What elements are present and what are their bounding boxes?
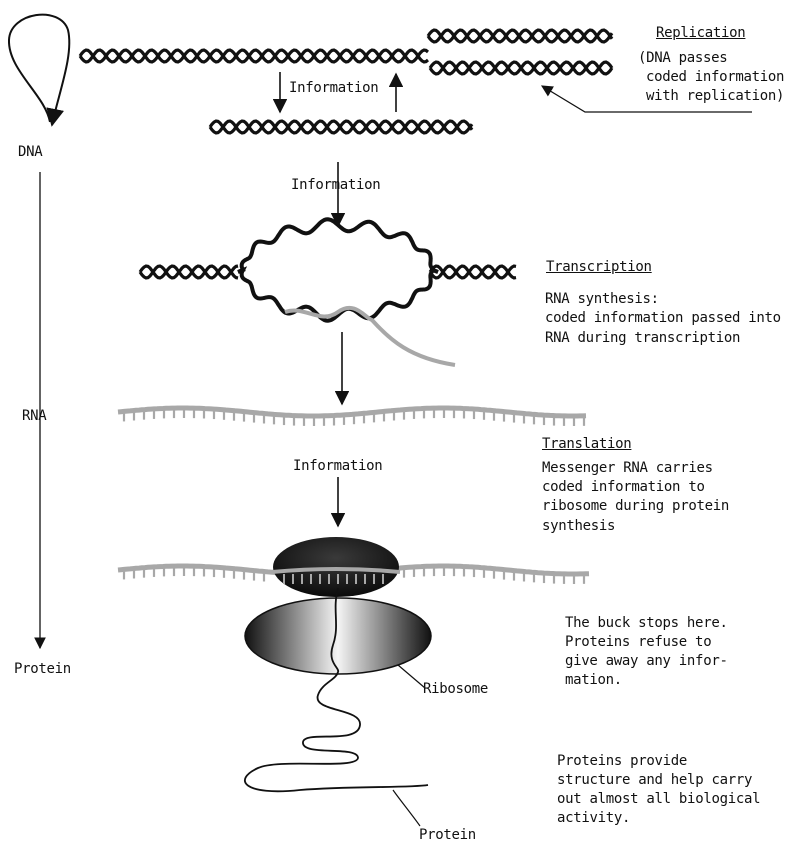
protein-side-label: Protein: [14, 660, 71, 679]
ribosome-pointer: [398, 665, 425, 688]
transcription-dna-right: [430, 266, 516, 278]
translation-information-label: Information: [293, 457, 382, 476]
ribosome-large-subunit: [245, 598, 431, 674]
buck-stops-line3: give away any infor-: [565, 652, 728, 671]
rna-label: RNA: [22, 407, 46, 426]
protein-note-line2: structure and help carry: [557, 771, 752, 790]
transcription-line3: RNA during transcription: [545, 329, 740, 348]
dna-self-loop-arrow: [9, 15, 69, 125]
protein-bottom-label: Protein: [419, 826, 476, 845]
translation-line1: Messenger RNA carries: [542, 459, 713, 478]
buck-stops-line2: Proteins refuse to: [565, 633, 711, 652]
buck-stops-line1: The buck stops here.: [565, 614, 728, 633]
messenger-rna-strand: [118, 408, 586, 426]
ribosome-label: Ribosome: [423, 680, 488, 699]
replication-information-label: Information: [289, 79, 378, 98]
protein-note-line3: out almost all biological: [557, 790, 760, 809]
dna-helices: [80, 30, 612, 278]
replication-note-line1: (DNA passes: [638, 49, 727, 68]
replication-note-line3: with replication): [646, 87, 784, 106]
transcription-dna-left: [140, 266, 238, 278]
copied-dna-helix: [210, 121, 472, 133]
protein-note-line4: activity.: [557, 809, 630, 828]
dna-label: DNA: [18, 143, 42, 162]
daughter-dna-helix-upper: [428, 30, 612, 42]
protein-note-line1: Proteins provide: [557, 752, 687, 771]
translation-title: Translation: [542, 435, 631, 454]
translation-line2: coded information to: [542, 478, 705, 497]
protein-pointer: [393, 790, 420, 826]
transcription-line2: coded information passed into: [545, 309, 781, 328]
translation-line4: synthesis: [542, 517, 615, 536]
transcription-title: Transcription: [546, 258, 652, 277]
buck-stops-line4: mation.: [565, 671, 622, 690]
parent-dna-helix: [80, 50, 428, 62]
replication-note-line2: coded information: [646, 68, 784, 87]
translation-line3: ribosome during protein: [542, 497, 729, 516]
transcription-bubble-top: [238, 219, 438, 272]
daughter-dna-helix-lower: [430, 62, 612, 74]
transcription-information-label: Information: [291, 176, 380, 195]
transcription-line1: RNA synthesis:: [545, 290, 659, 309]
replication-title: Replication: [656, 24, 745, 43]
